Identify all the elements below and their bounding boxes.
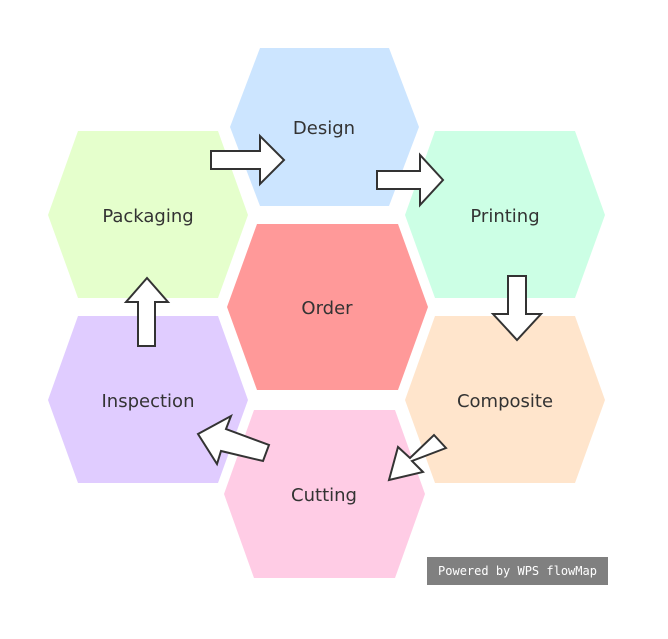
arrow-design-to-printing-icon: [376, 152, 445, 208]
hex-order-shape: [227, 224, 428, 390]
hex-design-label: Design: [293, 118, 355, 139]
arrow-printing-to-composite-icon: [490, 275, 544, 342]
hex-inspection-shape: [48, 316, 248, 483]
hex-inspection[interactable]: Inspection: [48, 316, 248, 483]
arrow-packaging-to-design-icon: [210, 133, 286, 187]
hex-order-label: Order: [301, 298, 353, 319]
hex-printing-label: Printing: [470, 206, 539, 227]
hex-composite[interactable]: Composite: [405, 316, 605, 483]
hex-packaging-label: Packaging: [102, 206, 193, 227]
hex-printing-shape: [405, 131, 605, 298]
hex-cutting[interactable]: Cutting: [224, 410, 425, 578]
hex-packaging[interactable]: Packaging: [48, 131, 248, 298]
hex-composite-label: Composite: [457, 391, 553, 412]
arrow-cutting-to-inspection-icon: [196, 413, 271, 467]
hex-cutting-shape: [224, 410, 425, 578]
hex-cutting-label: Cutting: [291, 485, 357, 506]
hex-order[interactable]: Order: [227, 224, 428, 390]
arrow-inspection-to-packaging-icon: [123, 276, 171, 347]
hex-composite-shape: [405, 316, 605, 483]
hex-inspection-label: Inspection: [102, 391, 195, 412]
hex-printing[interactable]: Printing: [405, 131, 605, 298]
hex-packaging-shape: [48, 131, 248, 298]
arrow-composite-to-cutting-icon: [387, 433, 448, 482]
watermark-badge: Powered by WPS flowMap: [427, 557, 608, 585]
